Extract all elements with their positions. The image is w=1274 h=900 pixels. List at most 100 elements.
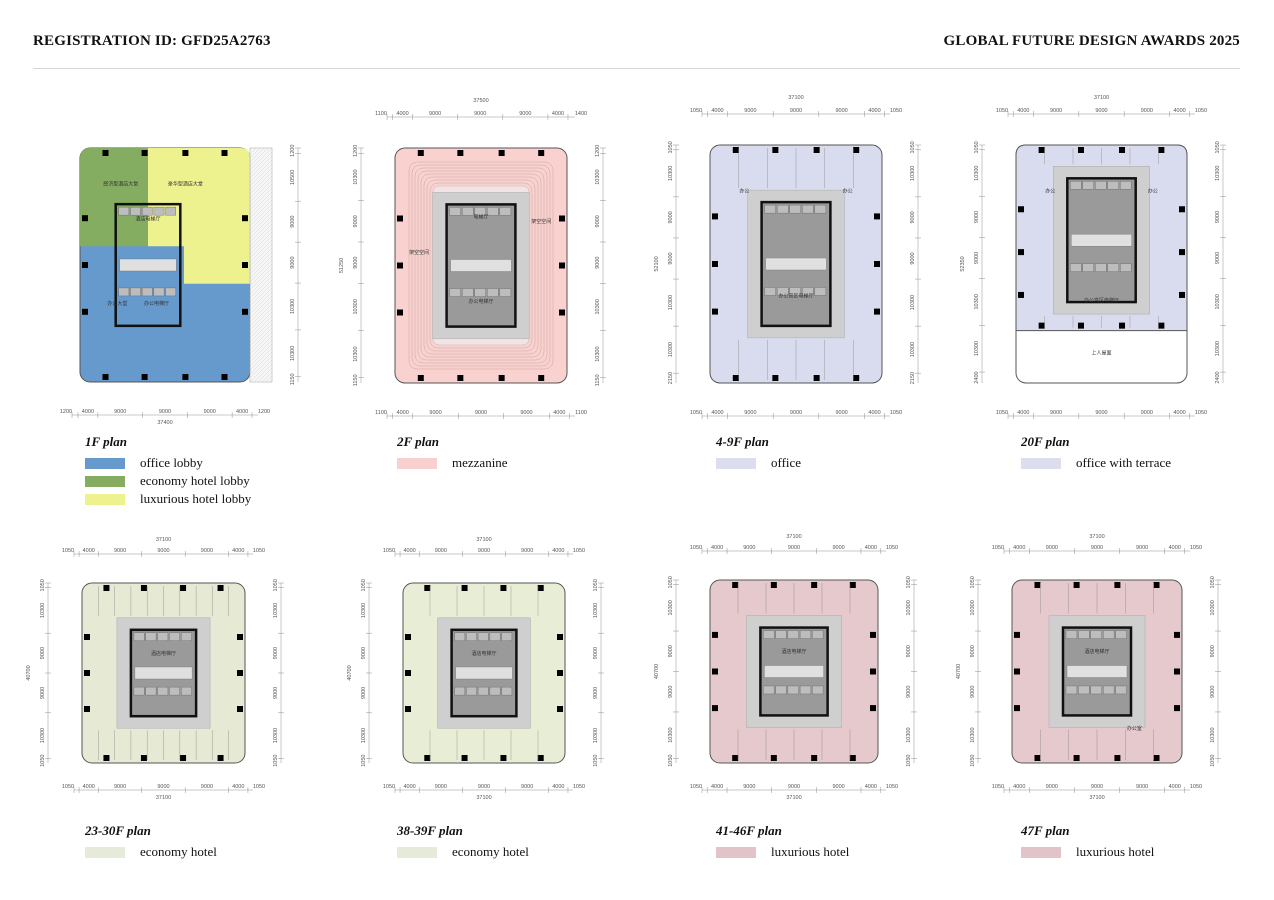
elevator-shaft	[776, 204, 789, 214]
structural-column	[1018, 249, 1024, 256]
legend-label: economy hotel	[452, 844, 529, 859]
bottom-dimension: 4000	[1169, 784, 1181, 790]
legend-label: office lobby	[140, 455, 203, 470]
right-dimension: 10300	[593, 728, 599, 743]
structural-column	[424, 755, 431, 761]
right-dimension: 10300	[1210, 600, 1216, 615]
bottom-dimension: 4000	[868, 410, 880, 416]
bottom-dimension: 9000	[159, 409, 171, 415]
left-dimension: 10300	[353, 299, 359, 314]
top-total-dimension: 37100	[156, 537, 171, 543]
legend-item: office with terrace	[1021, 454, 1171, 472]
elevator-shaft	[487, 288, 499, 297]
structural-column	[712, 308, 718, 315]
right-dimension: 9000	[1210, 686, 1216, 698]
structural-column	[770, 755, 777, 761]
elevator-shaft	[133, 632, 145, 641]
structural-column	[874, 308, 880, 315]
room-label: 酒店电梯厅	[151, 650, 176, 657]
structural-column	[182, 374, 189, 380]
structural-column	[1038, 147, 1045, 153]
right-dimension: 10300	[595, 169, 601, 184]
structural-column	[103, 585, 110, 591]
right-dimension: 10300	[290, 299, 296, 314]
top-dimension: 9000	[1095, 108, 1107, 114]
elevator-shaft	[1090, 630, 1102, 639]
elevator-shaft	[1090, 685, 1102, 695]
structural-column	[221, 150, 228, 156]
elevator-shaft	[489, 686, 501, 696]
bottom-dimension: 1050	[992, 784, 1004, 790]
top-dimension: 1050	[690, 108, 702, 114]
elevator-shaft	[118, 287, 130, 297]
structural-column	[82, 262, 88, 268]
left-dimension: 9000	[970, 645, 976, 657]
top-dimension: 9000	[1141, 108, 1153, 114]
plan-legend: economy hotel	[397, 843, 529, 861]
left-dimension: 2400	[974, 371, 980, 383]
structural-column	[242, 215, 248, 222]
structural-column	[537, 585, 544, 591]
left-dimension: 1050	[361, 579, 367, 591]
bottom-dimension: 1050	[62, 784, 74, 790]
bottom-dimension: 1050	[1195, 410, 1207, 416]
structural-column	[461, 755, 468, 761]
structural-column	[180, 755, 187, 761]
structural-column	[849, 582, 856, 588]
room-label: 架空空间	[409, 249, 429, 256]
right-dimension: 9000	[290, 256, 296, 268]
room-label: 酒店电梯厅	[1084, 648, 1109, 655]
right-dimension: 1050	[593, 755, 599, 767]
top-dimension: 1050	[690, 545, 702, 551]
legend-item: luxurious hotel	[716, 843, 849, 861]
elevator-shaft	[1102, 685, 1115, 695]
room-label: 办公	[843, 188, 853, 195]
bottom-dimension: 4000	[1174, 410, 1186, 416]
plan-title: 1F plan	[85, 434, 128, 449]
right-dimension: 10300	[910, 166, 916, 181]
structural-column	[811, 755, 818, 761]
bottom-dimension: 1050	[886, 784, 898, 790]
bottom-dimension: 9000	[1091, 784, 1103, 790]
header-divider	[33, 68, 1240, 69]
structural-column	[498, 150, 505, 156]
right-dimension: 1050	[906, 755, 912, 767]
bottom-dimension: 9000	[204, 409, 216, 415]
right-dimension: 1200	[290, 145, 296, 157]
structural-column	[141, 150, 148, 156]
elevator-shaft	[1102, 630, 1115, 639]
structural-column	[84, 706, 90, 712]
structural-column	[853, 147, 860, 153]
bottom-dimension: 9000	[114, 784, 126, 790]
structural-column	[237, 706, 243, 712]
elevator-shaft	[812, 685, 824, 695]
bottom-dimension: 4000	[82, 409, 94, 415]
room-label: 办公	[739, 188, 749, 195]
elevator-shaft	[1065, 630, 1078, 639]
elevator-shaft	[157, 686, 169, 696]
top-dimension: 4000	[1174, 108, 1186, 114]
right-dimension: 10300	[910, 295, 916, 310]
right-dimension: 9000	[906, 686, 912, 698]
structural-column	[182, 150, 189, 156]
bottom-total-dimension: 37100	[786, 795, 801, 801]
bottom-dimension: 1200	[60, 409, 72, 415]
elevator-shaft	[466, 632, 477, 641]
legend-swatch	[85, 457, 125, 469]
structural-column	[1014, 631, 1020, 638]
bottom-dimension: 4000	[711, 784, 723, 790]
elevator-shaft	[461, 207, 474, 216]
stepped-seating-line	[423, 176, 539, 355]
room-label: 办公高区电梯厅	[1084, 297, 1119, 304]
right-dimension: 9000	[595, 215, 601, 227]
bottom-dimension: 4000	[232, 784, 244, 790]
structural-column	[217, 755, 224, 761]
plan-legend: office with terrace	[1021, 454, 1171, 472]
top-dimension: 9000	[1046, 545, 1058, 551]
structural-column	[1174, 631, 1180, 638]
plan-title: 38-39F plan	[397, 823, 463, 838]
structural-column	[1114, 582, 1121, 588]
